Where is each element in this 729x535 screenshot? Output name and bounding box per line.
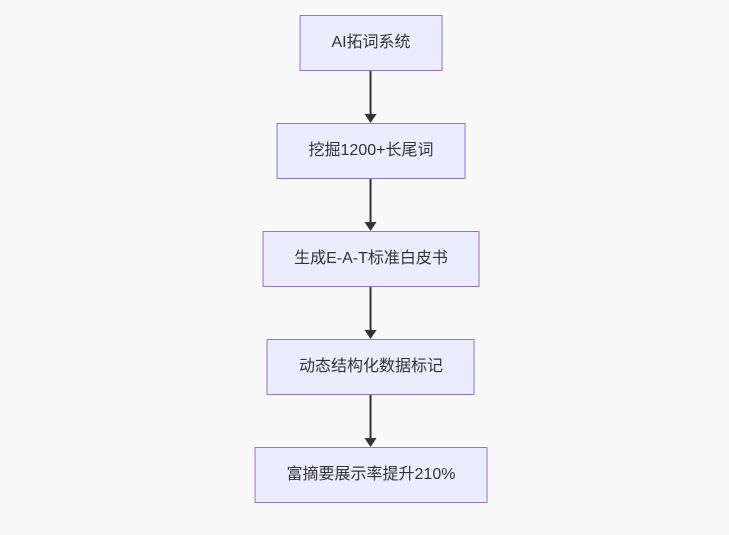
flow-node-label: 挖掘1200+长尾词 [308,142,434,159]
arrowhead-icon [365,330,377,339]
arrowhead-icon [365,438,377,447]
arrow-line [370,71,372,114]
arrow-line [370,287,372,330]
flow-node-label: 动态结构化数据标记 [298,358,443,375]
flow-node-ai-word-system: AI拓词系统 [299,15,443,71]
arrow-connector-1 [365,71,377,123]
arrow-connector-4 [365,395,377,447]
flow-node-label: 生成E-A-T标准白皮书 [294,250,448,267]
flow-node-label: AI拓词系统 [331,34,411,51]
flow-node-eat-whitepaper: 生成E-A-T标准白皮书 [262,231,480,287]
flow-node-label: 富摘要展示率提升210% [286,466,456,483]
arrow-line [370,395,372,438]
arrowhead-icon [365,222,377,231]
flow-node-structured-data: 动态结构化数据标记 [266,339,475,395]
flowchart: AI拓词系统 挖掘1200+长尾词 生成E-A-T标准白皮书 动态结构化数据标记 [254,15,488,503]
arrow-connector-2 [365,179,377,231]
arrow-connector-3 [365,287,377,339]
flow-node-longtail-mining: 挖掘1200+长尾词 [276,123,466,179]
arrow-line [370,179,372,222]
arrowhead-icon [365,114,377,123]
flow-node-rich-snippet-result: 富摘要展示率提升210% [254,447,488,503]
